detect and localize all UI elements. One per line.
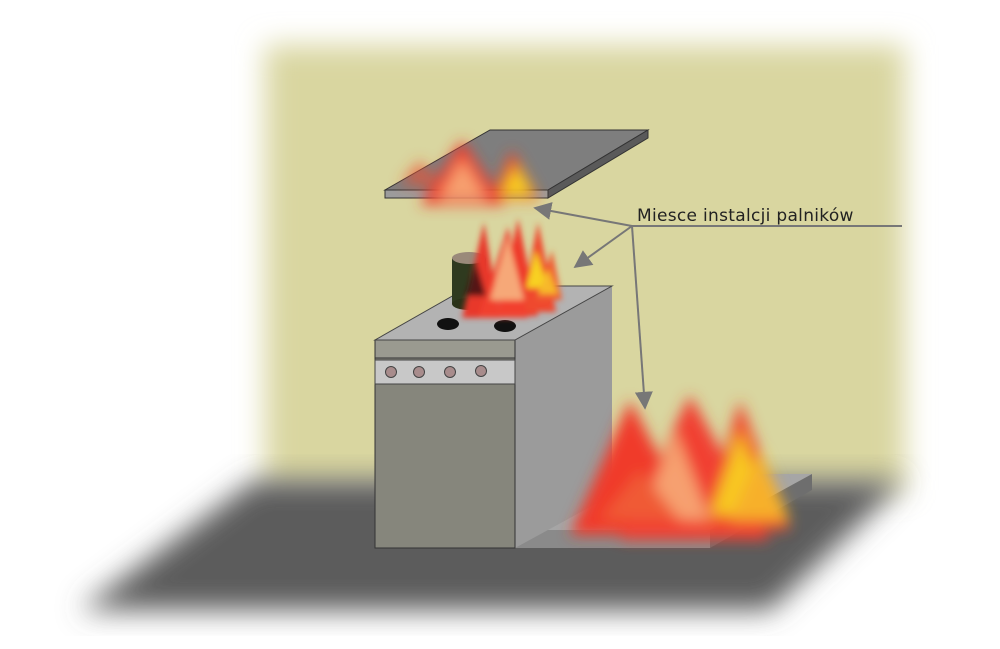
stove-side: [515, 286, 612, 548]
knob-icon: [475, 365, 487, 377]
arrow-to-hood: [533, 202, 633, 227]
arrow-to-stovetop: [573, 225, 633, 269]
burner-icon: [437, 318, 459, 330]
annotation-label: Miesce instalcji palników: [637, 206, 854, 226]
stove-flames: [462, 218, 562, 318]
knob-icon: [413, 366, 425, 378]
stove-front-band: [374, 339, 516, 359]
knob-icon: [444, 366, 456, 378]
knob-icon: [385, 366, 397, 378]
hood-flames: [400, 140, 540, 205]
floor-flames: [570, 395, 790, 540]
burner-icon: [494, 320, 516, 332]
arrow-to-floor: [631, 225, 653, 410]
annotation-arrows: [533, 202, 902, 410]
